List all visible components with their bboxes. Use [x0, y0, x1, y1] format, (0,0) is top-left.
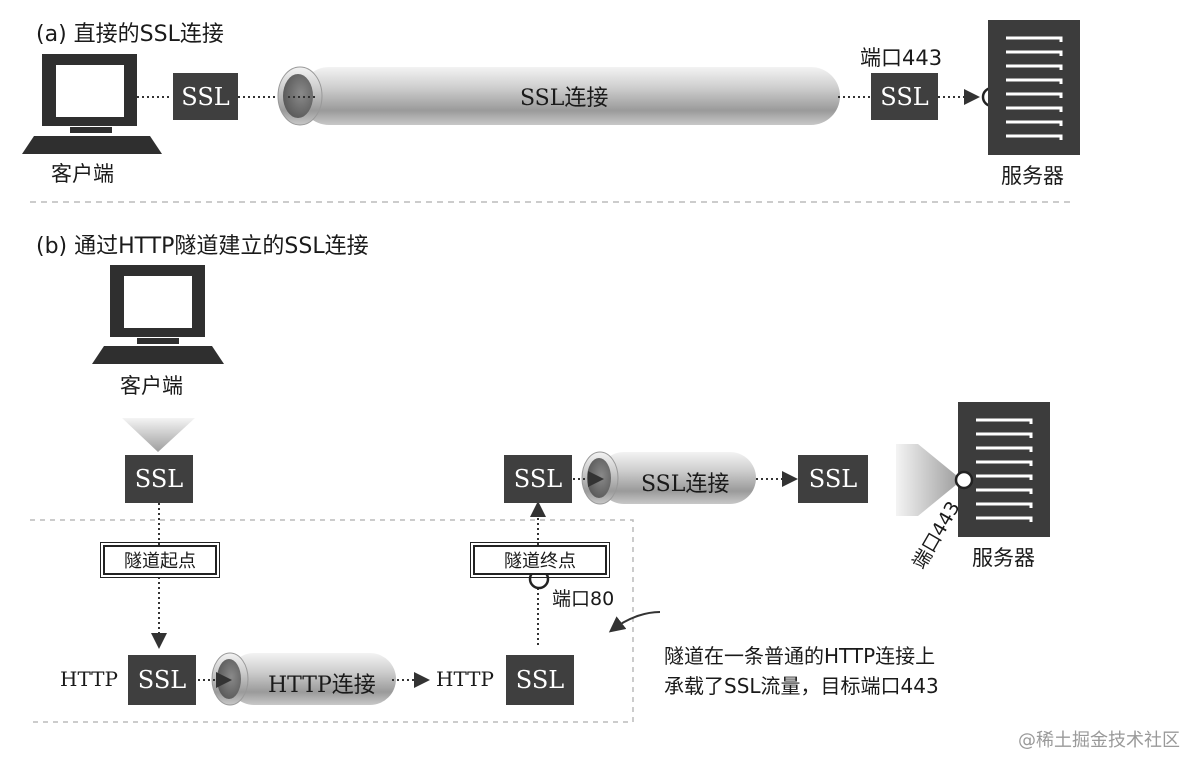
right-arrow-icon — [896, 444, 962, 516]
watermark: @稀土掘金技术社区 — [1018, 730, 1180, 751]
tunnel-label: SSL连接 — [520, 86, 609, 111]
section-b-caption: (b) 通过HTTP隧道建立的SSL连接 — [36, 234, 369, 259]
ssl-box-client: SSL — [173, 73, 238, 120]
ssl-box-client-b: SSL — [125, 455, 193, 503]
section-a-caption: (a) 直接的SSL连接 — [36, 22, 224, 47]
client-label: 客户端 — [51, 162, 114, 186]
server-icon-b — [958, 402, 1050, 537]
note-line-2: 承载了SSL流量，目标端口443 — [664, 674, 939, 698]
tunnel-end-label: 隧道终点 — [504, 551, 576, 572]
ssl-box-upper-right: SSL — [798, 455, 868, 503]
http-tunnel-label: HTTP连接 — [268, 673, 376, 698]
client-computer-icon — [22, 54, 162, 154]
http-right-label: HTTP — [436, 667, 494, 691]
ssl-box-http-left: SSL — [128, 655, 196, 705]
ssl-box-server: SSL — [871, 73, 938, 120]
server-icon — [988, 20, 1080, 155]
ssl-tunnel-label-b: SSL连接 — [641, 472, 730, 497]
note-line-1: 隧道在一条普通的HTTP连接上 — [664, 644, 936, 668]
tunnel-start-label: 隧道起点 — [124, 551, 196, 572]
tunnel-end-box: 隧道终点 — [470, 542, 610, 578]
server-label-b: 服务器 — [972, 546, 1035, 570]
server-label: 服务器 — [1001, 164, 1064, 188]
client-computer-icon-b — [92, 265, 224, 364]
tunnel-start-box: 隧道起点 — [100, 542, 220, 578]
tunnel-region — [30, 519, 634, 723]
ssl-box-http-right: SSL — [506, 655, 574, 705]
ssl-box-upper-left: SSL — [504, 455, 572, 503]
port-80-label: 端口80 — [552, 588, 615, 610]
http-left-label: HTTP — [60, 667, 118, 691]
down-arrow-icon — [122, 418, 195, 452]
note-pointer-arrow — [608, 611, 661, 633]
client-label-b: 客户端 — [120, 374, 183, 398]
port-443-icon-b — [954, 470, 974, 490]
port-label: 端口443 — [860, 46, 943, 70]
